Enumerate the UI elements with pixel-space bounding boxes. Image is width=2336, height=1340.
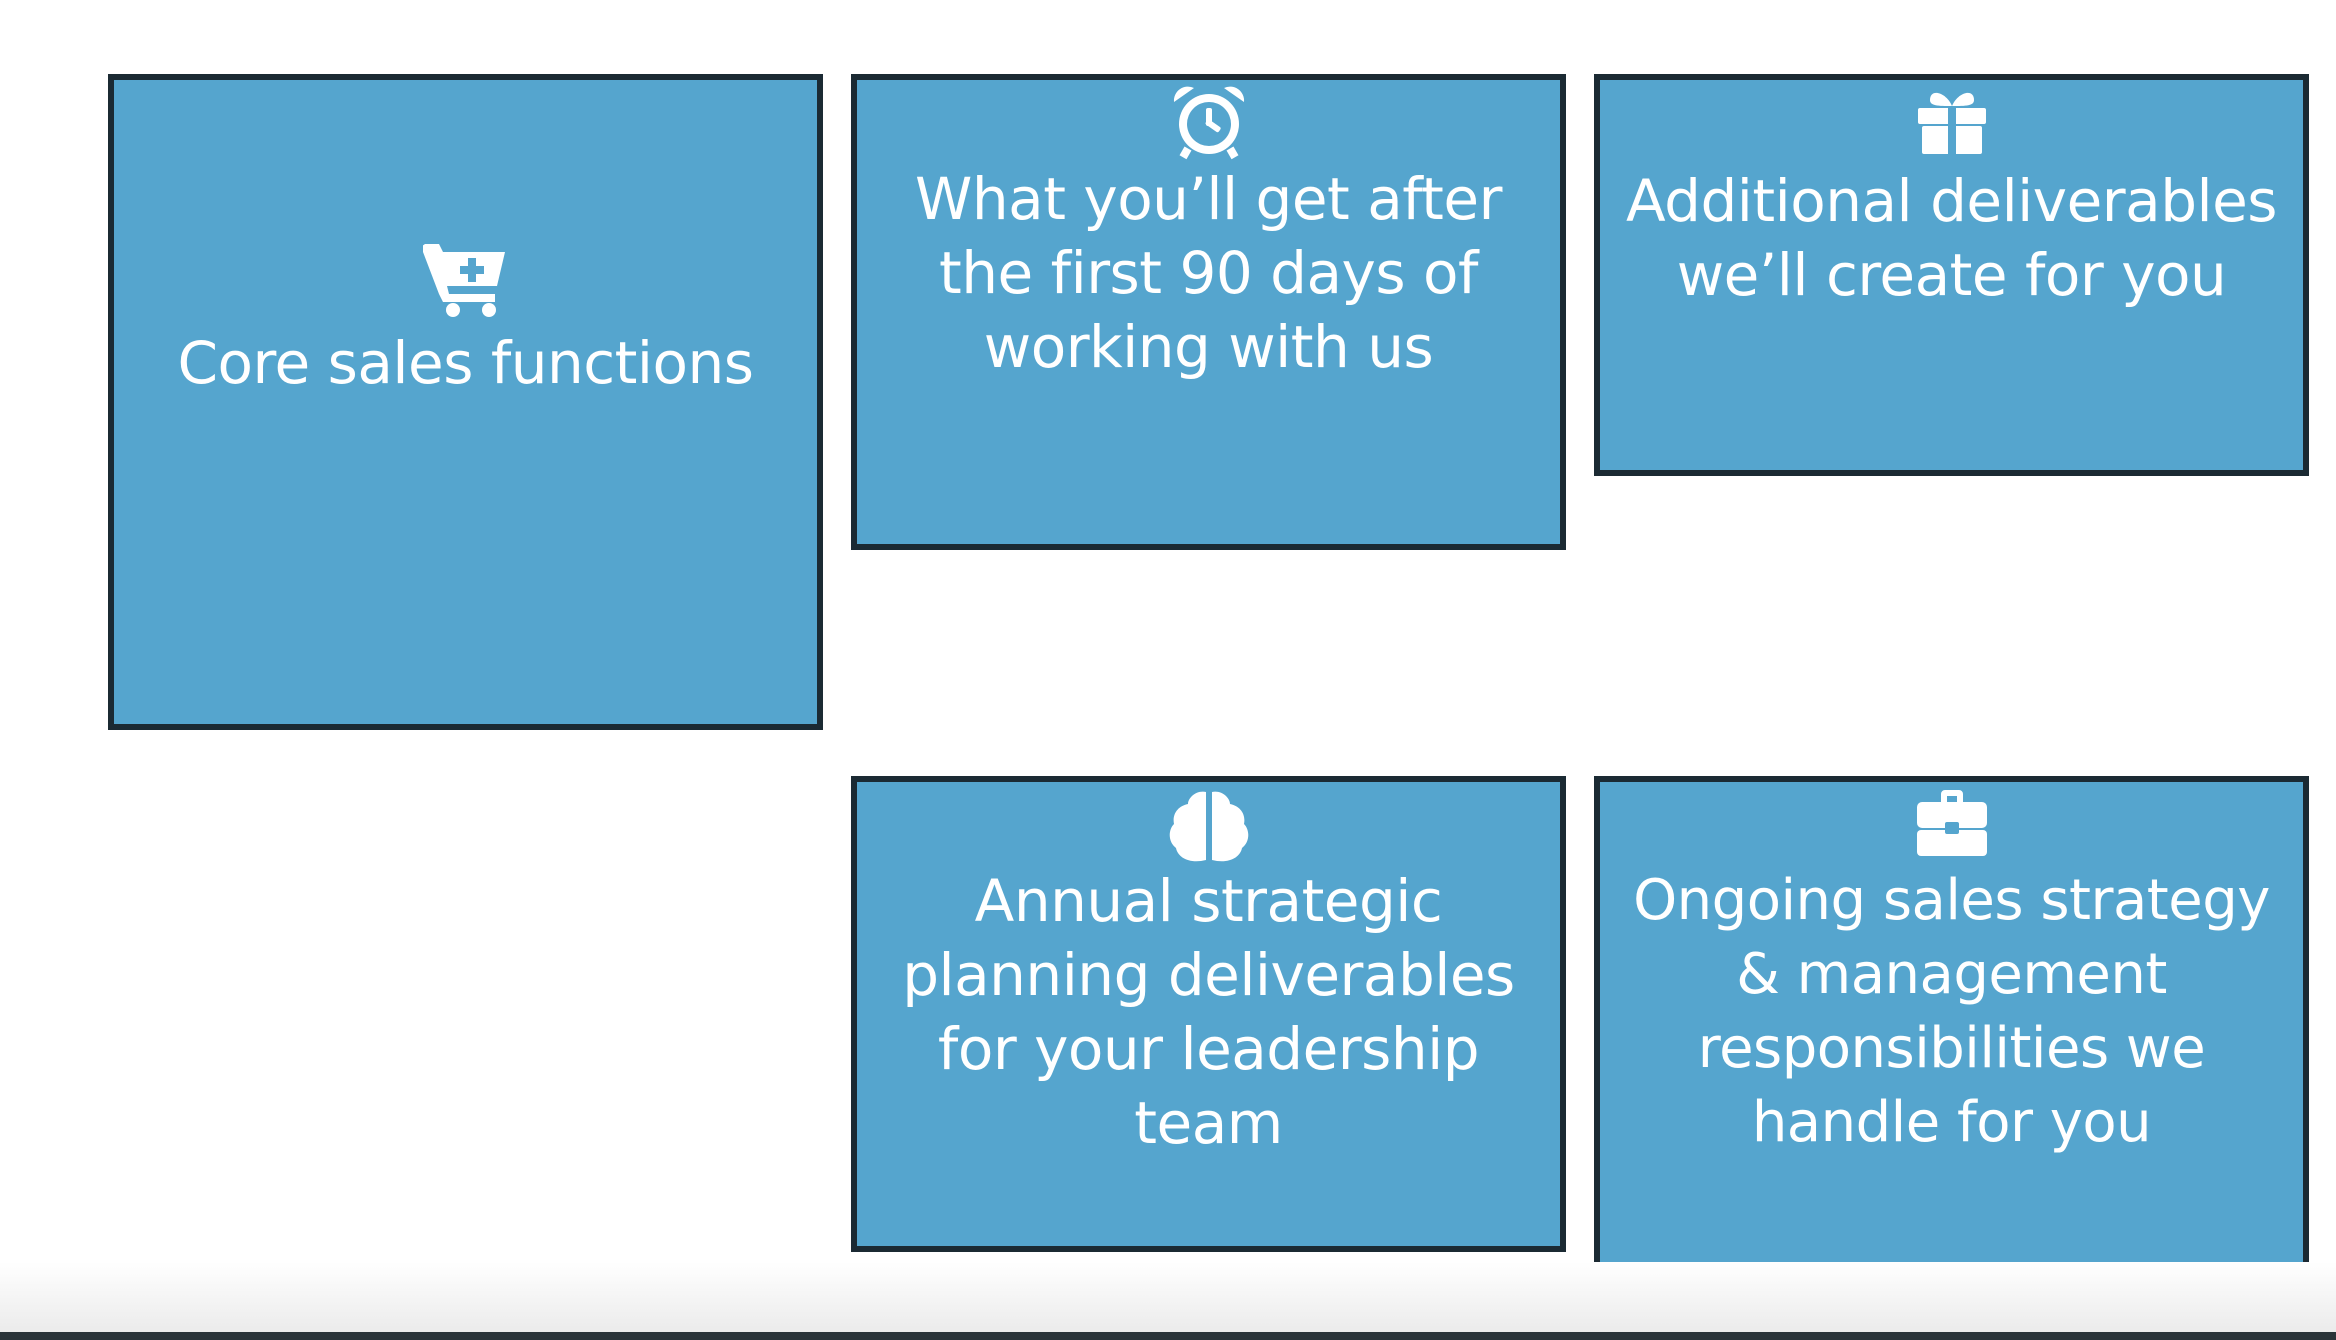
card-annual-strategic-planning[interactable]: Annual strategic planning deliverables f… — [851, 776, 1566, 1252]
card-ongoing-sales-strategy[interactable]: Ongoing sales strategy & management resp… — [1594, 776, 2309, 1326]
bottom-fade — [0, 1262, 2336, 1332]
cart-plus-icon — [114, 240, 817, 318]
card-label: Additional deliverables we’ll create for… — [1625, 167, 2278, 309]
card-label: Annual strategic planning deliverables f… — [902, 867, 1515, 1157]
brain-icon — [857, 788, 1560, 864]
card-label: Core sales functions — [177, 329, 754, 397]
briefcase-icon — [1600, 788, 2303, 858]
card-core-sales-functions[interactable]: Core sales functions — [108, 74, 823, 730]
gift-icon — [1600, 88, 2303, 154]
bottom-strip — [0, 1332, 2336, 1340]
alarm-clock-icon — [857, 82, 1560, 160]
card-label: What you’ll get after the first 90 days … — [915, 165, 1502, 381]
card-additional-deliverables[interactable]: Additional deliverables we’ll create for… — [1594, 74, 2309, 476]
card-first-90-days[interactable]: What you’ll get after the first 90 days … — [851, 74, 1566, 550]
card-label: Ongoing sales strategy & management resp… — [1633, 868, 2270, 1155]
